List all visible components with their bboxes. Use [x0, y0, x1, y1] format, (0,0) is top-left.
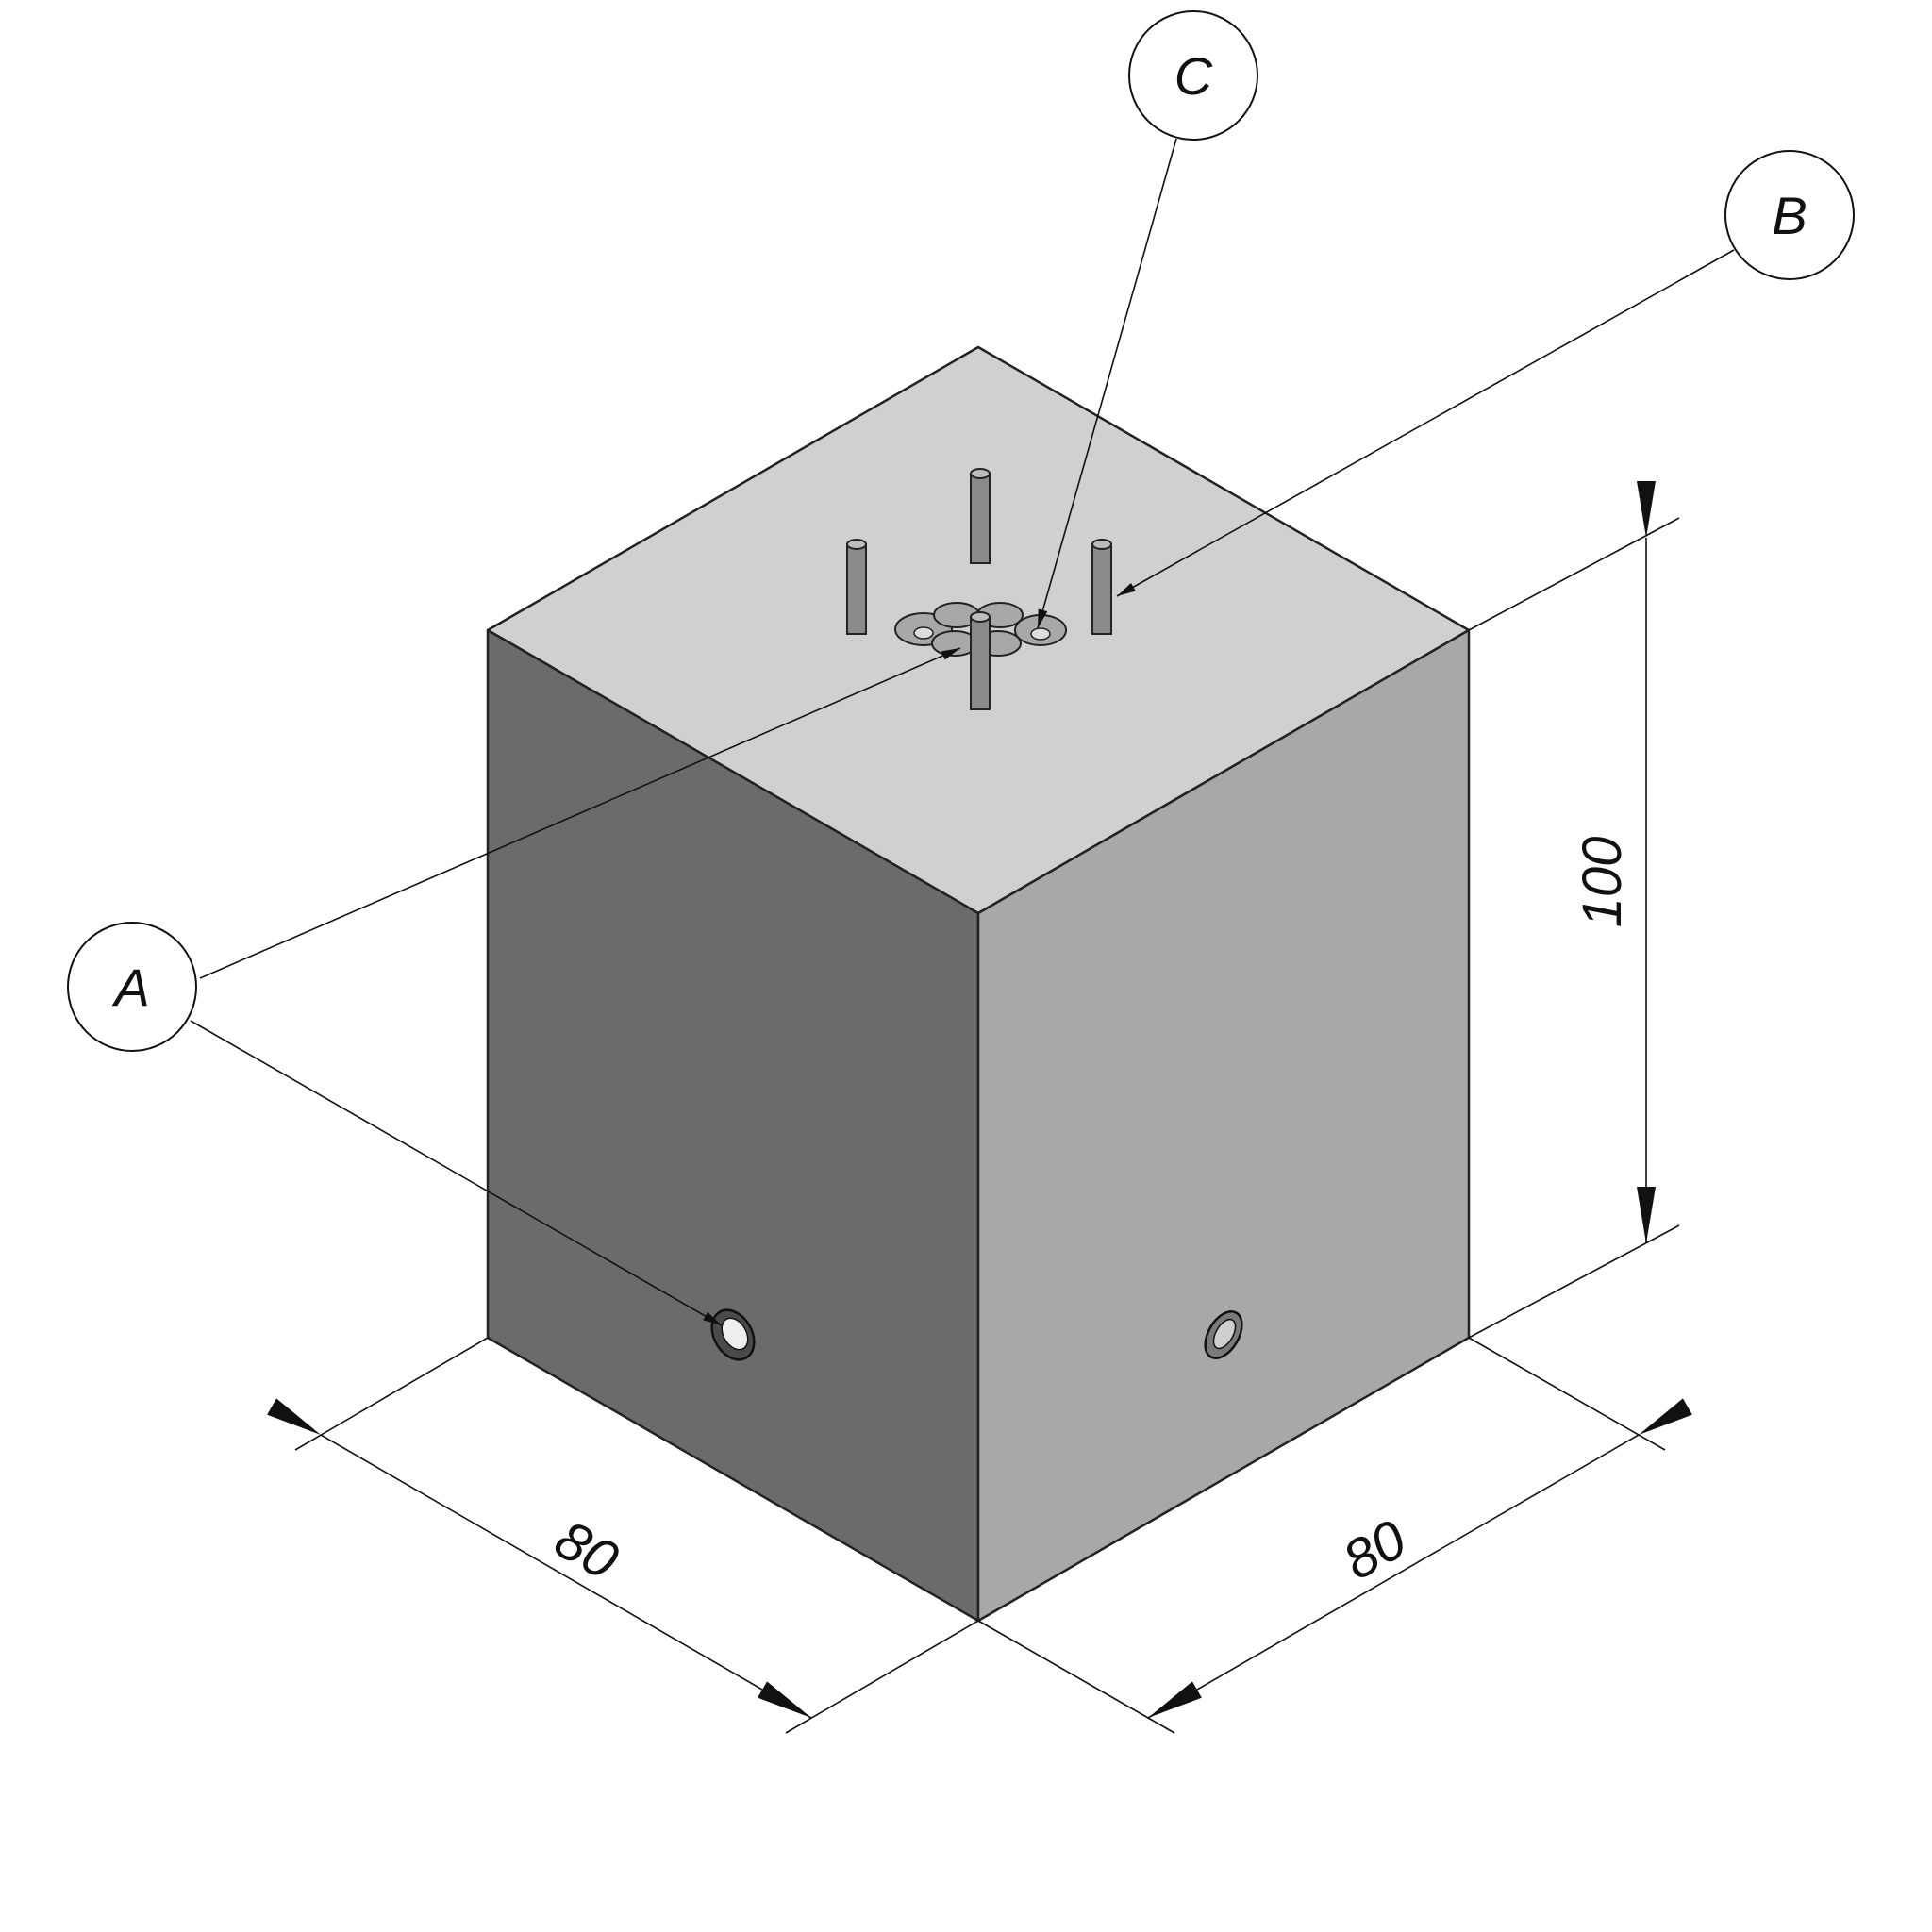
width-left-dimension-label: 80: [545, 1508, 628, 1592]
callout-a-label: A: [111, 958, 149, 1017]
callout-a: A: [67, 922, 197, 1052]
leader-line-b: [1116, 249, 1735, 597]
callout-c: C: [1128, 10, 1258, 141]
callout-c-label: C: [1174, 46, 1213, 106]
rod-center-icon: [970, 611, 991, 710]
rod-left-icon: [846, 539, 867, 635]
height-dimension: 100: [1468, 481, 1680, 1339]
leader-line-a-top: [199, 647, 961, 979]
height-dimension-label: 100: [1572, 837, 1633, 928]
rod-right-icon: [1091, 539, 1112, 635]
rod-back-icon: [970, 468, 991, 564]
callout-b: B: [1724, 150, 1855, 280]
left-face-hole-icon: [710, 1308, 756, 1361]
width-right-dimension-label: 80: [1333, 1508, 1416, 1592]
right-face-hole-icon: [1204, 1310, 1243, 1359]
leader-line-a-hole: [190, 1020, 723, 1326]
leader-line-c: [1037, 138, 1177, 629]
callout-b-label: B: [1772, 186, 1807, 245]
